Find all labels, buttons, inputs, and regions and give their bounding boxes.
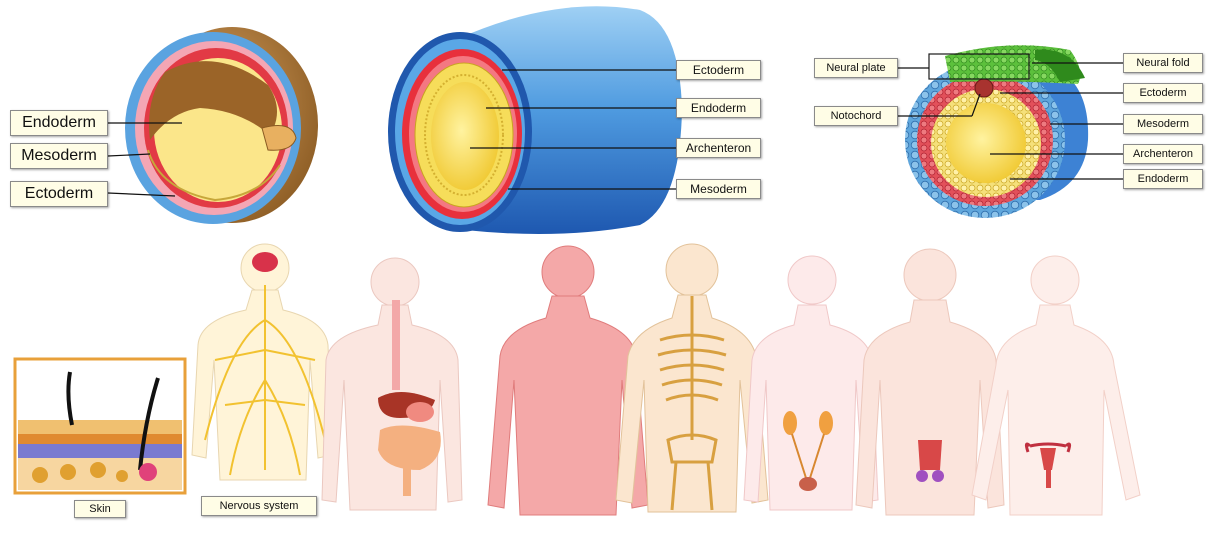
notochord <box>974 78 994 98</box>
label-neural-plate: Neural plate <box>814 58 898 78</box>
tube-diagram <box>388 6 682 234</box>
skeleton-bones <box>657 296 727 511</box>
label-endoderm-2: Endoderm <box>676 98 761 118</box>
male-reproductive-figure <box>855 248 1005 516</box>
label-mesoderm-3: Mesoderm <box>1123 114 1203 134</box>
label-mesoderm-1: Mesoderm <box>10 143 108 169</box>
intestines <box>378 425 441 470</box>
esophagus <box>392 300 400 390</box>
leader-lines <box>107 62 1123 197</box>
nervous-system-figure <box>191 243 333 481</box>
archenteron-cavity <box>149 61 278 141</box>
nerve-lines <box>204 285 326 476</box>
label-archenteron-2: Archenteron <box>676 138 761 158</box>
label-endoderm-3: Endoderm <box>1123 169 1203 189</box>
female-reproductive-figure <box>971 255 1141 516</box>
label-endoderm-1: Endoderm <box>10 110 108 136</box>
label-nervous-system: Nervous system <box>201 496 317 516</box>
archenteron-core <box>946 103 1026 183</box>
left-kidney <box>783 411 797 435</box>
label-neural-fold: Neural fold <box>1123 53 1203 73</box>
male-reproductive-organs <box>918 440 942 470</box>
label-ectoderm-2: Ectoderm <box>676 60 761 80</box>
female-reproductive-organs <box>1024 442 1072 453</box>
bladder <box>799 477 817 491</box>
label-ectoderm-1: Ectoderm <box>10 181 108 207</box>
label-notochord: Notochord <box>814 106 898 126</box>
label-ectoderm-3: Ectoderm <box>1123 83 1203 103</box>
brain <box>252 252 278 272</box>
body-silhouettes <box>191 243 1141 516</box>
urinary-system-figure <box>743 255 879 511</box>
neural-fold <box>1035 49 1085 82</box>
neural-plate-highlight-box <box>928 53 1030 80</box>
label-mesoderm-2: Mesoderm <box>676 179 761 199</box>
archenteron <box>431 82 499 190</box>
right-kidney <box>819 411 833 435</box>
gastrula-diagram <box>125 27 318 224</box>
stomach <box>406 402 434 422</box>
neurula-diagram <box>905 45 1089 218</box>
muscular-system-figure <box>487 245 649 516</box>
skin-panel <box>13 357 187 495</box>
label-archenteron-3: Archenteron <box>1123 144 1203 164</box>
label-skin: Skin <box>74 500 126 518</box>
